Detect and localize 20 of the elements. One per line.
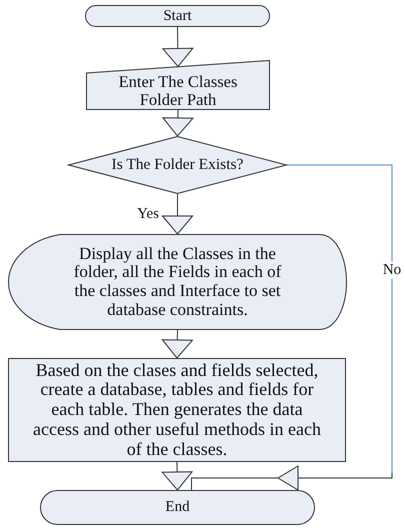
terminal-shape (40, 490, 315, 525)
edge-label: No (382, 262, 402, 278)
flow-arrow (191, 164, 392, 490)
decision-diamond (68, 136, 287, 194)
display-shape (8, 234, 347, 330)
step-text: Based on the clases and fields selected, create a database, tables and fields for each table. Then generates the data access and other useful methods in each of the classes. (32, 360, 322, 460)
step-text: Is The Folder Exists? (112, 156, 244, 174)
flow-arrow (162, 330, 193, 358)
terminal-shape (85, 5, 270, 27)
step-text: Start (163, 8, 192, 24)
flow-arrow (162, 110, 194, 136)
process-box (8, 358, 346, 462)
step-text: Display all the Classes in the folder, all the Fields in each of the classes and Interface to set database constraints. (72, 244, 282, 320)
input-shape (86, 60, 270, 110)
flow-arrow (162, 462, 193, 490)
step-text: Enter The Classes Folder Path (118, 72, 238, 110)
flow-arrow (162, 26, 194, 67)
step-text: End (165, 499, 190, 516)
flow-arrow (162, 194, 193, 234)
edge-label: Yes (136, 206, 160, 222)
